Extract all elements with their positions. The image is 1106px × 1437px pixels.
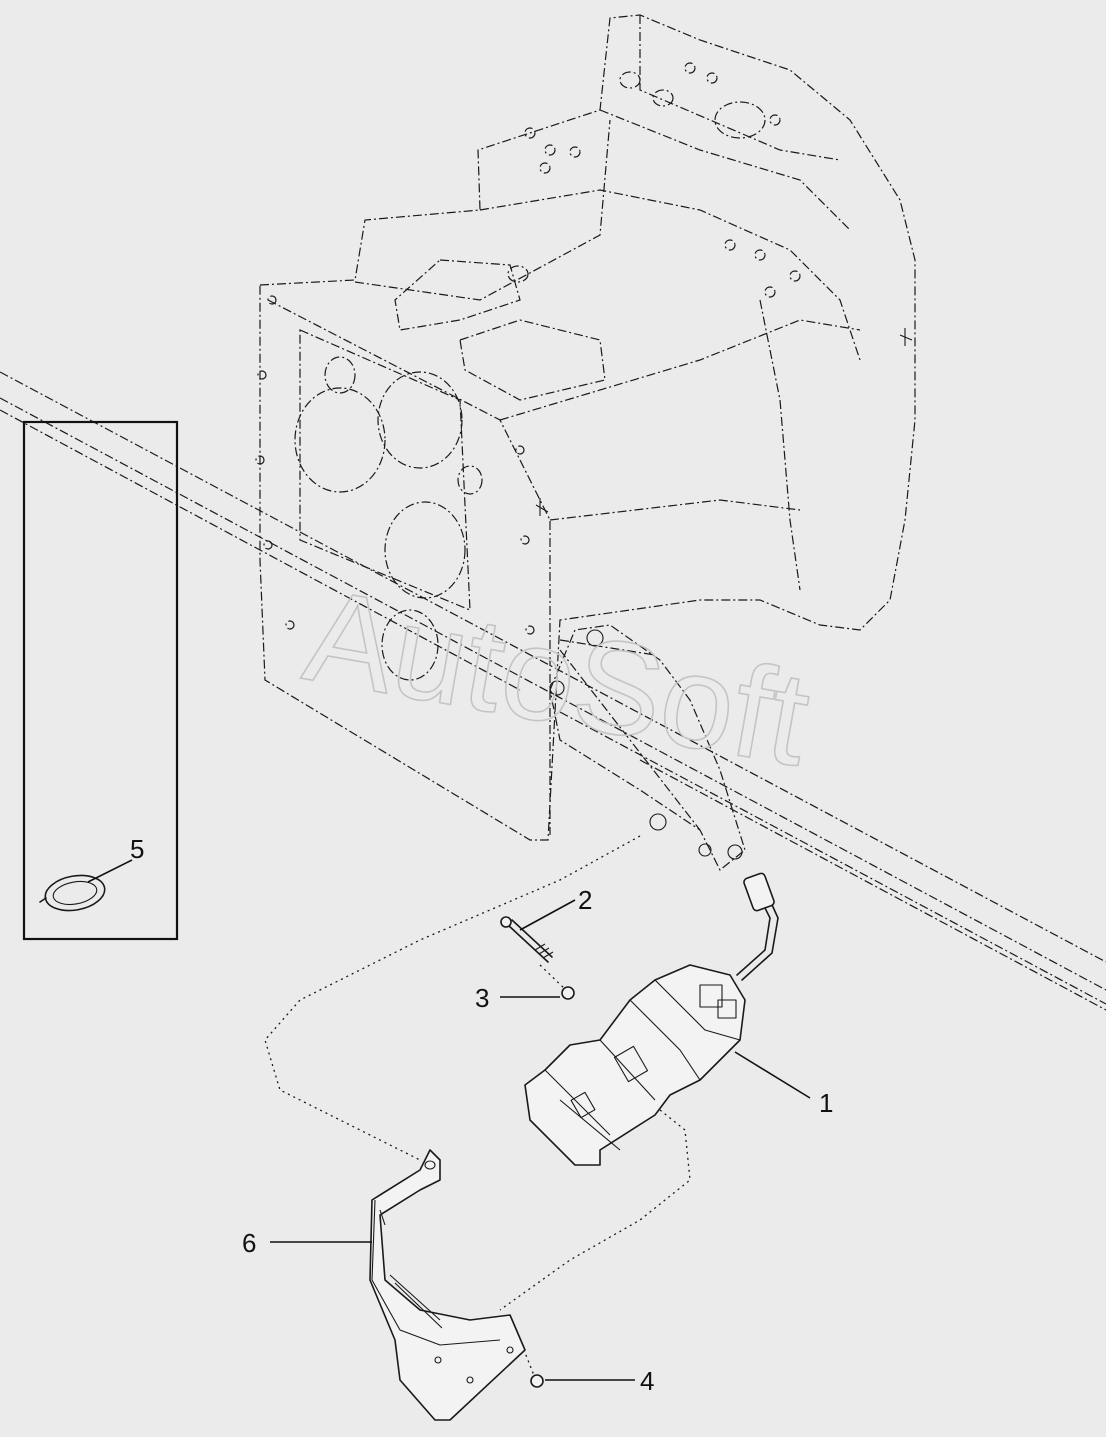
inset-box [22, 420, 179, 941]
watermark-text: AutoSoft [295, 561, 819, 794]
transmission-housing [255, 14, 916, 871]
nut-part [561, 986, 575, 1000]
callout-6: 6 [242, 1228, 256, 1258]
valve-unit [524, 872, 779, 1166]
bracket-part [369, 1149, 526, 1421]
assembly-lines [264, 835, 691, 1379]
callout-4: 4 [640, 1366, 654, 1396]
frame-rails [0, 371, 1106, 1011]
callout-3: 3 [475, 983, 489, 1013]
leader-lines [87, 859, 811, 1381]
bolt-part [500, 916, 554, 963]
nut-part-4 [530, 1374, 544, 1388]
callout-2: 2 [578, 885, 592, 915]
seal-part [39, 874, 106, 912]
callout-1: 1 [819, 1088, 833, 1118]
seal-inset [24, 422, 177, 939]
callout-5: 5 [130, 834, 144, 864]
